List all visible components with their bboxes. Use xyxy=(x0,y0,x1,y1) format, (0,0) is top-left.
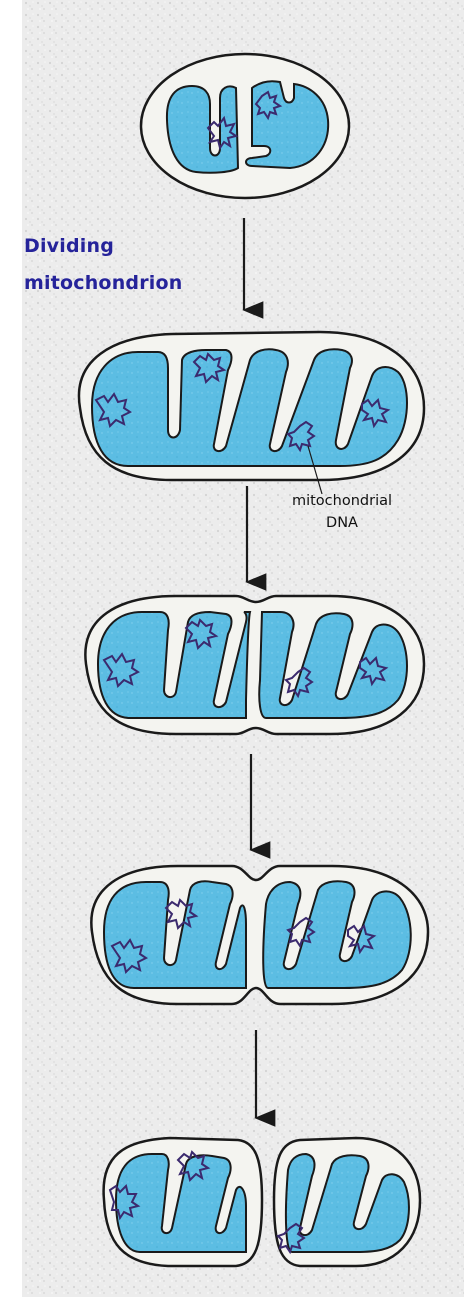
heading-line-1: Dividing xyxy=(24,228,182,265)
mitochondrial-dna-label: mitochondrial DNA xyxy=(272,490,412,534)
matrix-inner xyxy=(263,881,411,988)
diagram-heading: Dividing mitochondrion xyxy=(24,228,182,302)
dna-label-line-1: mitochondrial xyxy=(272,490,412,512)
heading-line-2: mitochondrion xyxy=(24,265,182,302)
elongated-mitochondrion xyxy=(79,332,424,480)
matrix-lobe-left xyxy=(167,86,238,173)
dna-label-line-2: DNA xyxy=(272,512,412,534)
single-mitochondrion xyxy=(141,54,349,198)
constricting-mitochondrion xyxy=(85,596,424,734)
pinching-mitochondrion xyxy=(91,866,428,1004)
